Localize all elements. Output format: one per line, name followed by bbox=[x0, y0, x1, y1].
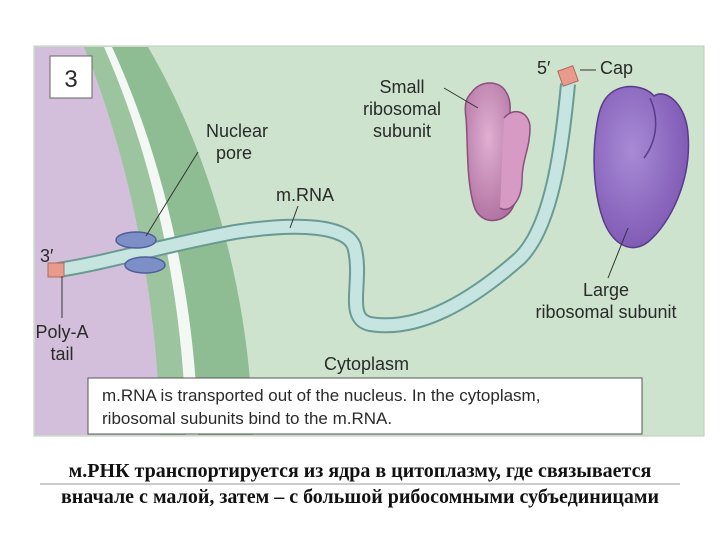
label-small-subunit-2: ribosomal bbox=[363, 99, 441, 119]
label-five-prime: 5′ bbox=[537, 58, 551, 78]
mrna-strand bbox=[57, 83, 574, 332]
caption-ru-line-2: вначале с малой, затем – с большой рибос… bbox=[60, 486, 660, 508]
caption-ru-line-1: м.РНК транспортируется из ядра в цитопла… bbox=[68, 460, 652, 482]
panel-number-box bbox=[49, 55, 93, 99]
label-nuclear-pore-1: Nuclear bbox=[206, 121, 268, 141]
label-nuclear-pore-2: pore bbox=[216, 143, 252, 163]
caption-box bbox=[87, 377, 643, 435]
label-poly-a-1: Poly-A bbox=[35, 322, 88, 342]
poly-a-tail-end bbox=[47, 262, 65, 278]
label-large-subunit-1: Large bbox=[583, 280, 629, 300]
caption-en-line-2: ribosomal subunits bind to the m.RNA. bbox=[102, 409, 392, 428]
nucleus-region bbox=[35, 47, 160, 435]
large-ribosomal-subunit bbox=[593, 85, 690, 249]
label-cytoplasm: Cytoplasm bbox=[324, 354, 409, 374]
leader-large-subunit bbox=[607, 227, 629, 279]
label-three-prime: 3′ bbox=[40, 246, 54, 266]
nuclear-pore-top bbox=[115, 231, 157, 249]
nuclear-pore-bottom bbox=[124, 256, 166, 274]
label-small-subunit-3: subunit bbox=[373, 121, 431, 141]
label-poly-a-2: tail bbox=[50, 344, 73, 364]
caption-en-line-1: m.RNA is transported out of the nucleus.… bbox=[102, 386, 540, 405]
leader-small-subunit bbox=[443, 87, 479, 109]
label-cap: Cap bbox=[600, 58, 633, 78]
panel-number: 3 bbox=[64, 66, 77, 93]
cap-end bbox=[557, 65, 579, 87]
leader-nuclear-pore bbox=[145, 151, 199, 237]
leader-mrna bbox=[289, 205, 299, 229]
small-ribosomal-subunit bbox=[464, 82, 531, 222]
label-small-subunit-1: Small bbox=[379, 77, 424, 97]
label-large-subunit-2: ribosomal subunit bbox=[535, 302, 676, 322]
label-mrna: m.RNA bbox=[276, 185, 334, 205]
